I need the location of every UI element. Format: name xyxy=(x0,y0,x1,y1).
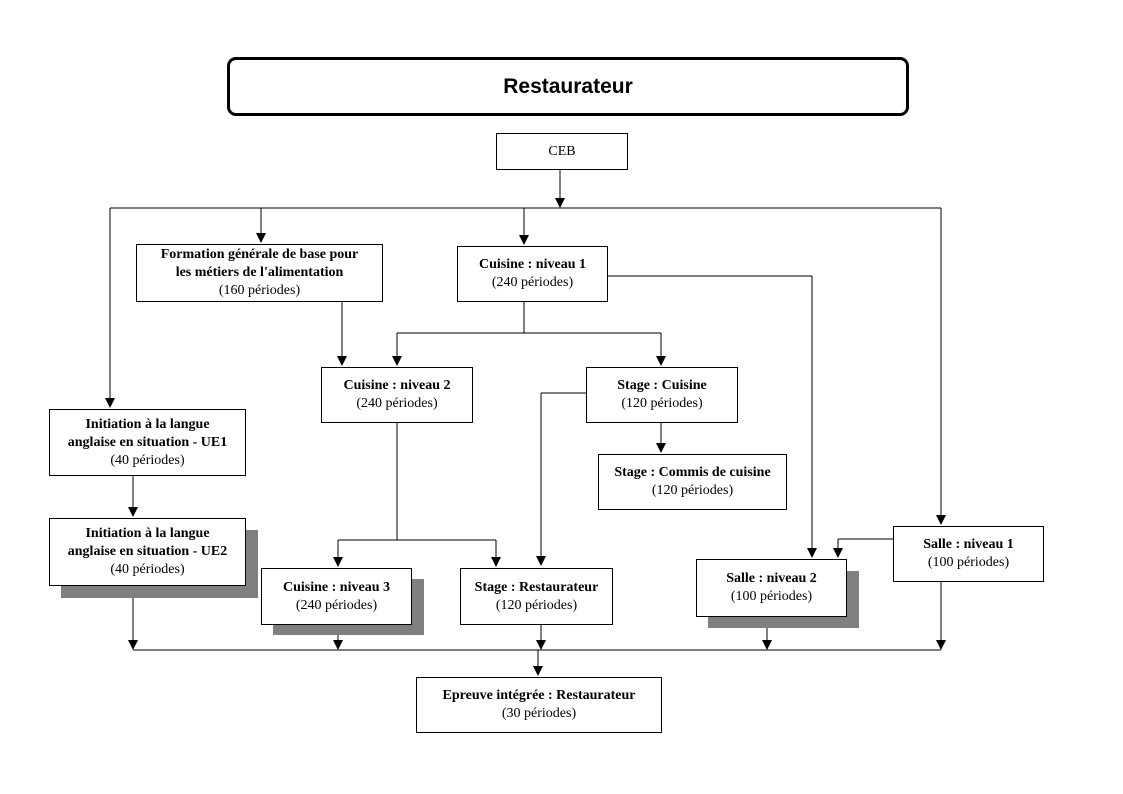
node-label: Stage : Cuisine xyxy=(617,378,707,393)
node-periods: (100 périodes) xyxy=(730,589,813,604)
node-cuisine-niveau-3: Cuisine : niveau 3 (240 périodes) xyxy=(261,568,412,625)
node-periods: (240 périodes) xyxy=(295,597,378,613)
node-stage-restaurateur: Stage : Restaurateur (120 périodes) xyxy=(460,568,613,625)
page-title: Restaurateur xyxy=(503,74,633,98)
node-anglais-ue2: Initiation à la langue anglaise en situa… xyxy=(49,518,246,586)
node-cuisine-niveau-2: Cuisine : niveau 2 (240 périodes) xyxy=(321,367,473,423)
node-periods: (120 périodes) xyxy=(651,483,734,498)
node-periods: (160 périodes) xyxy=(218,283,301,298)
node-label: Epreuve intégrée : Restaurateur xyxy=(442,688,636,703)
node-periods: (120 périodes) xyxy=(495,597,578,613)
node-stage-commis-de-cuisine: Stage : Commis de cuisine (120 périodes) xyxy=(598,454,787,510)
node-label: Cuisine : niveau 3 xyxy=(283,579,390,595)
node-stage-cuisine: Stage : Cuisine (120 périodes) xyxy=(586,367,738,423)
node-label: CEB xyxy=(548,143,576,159)
node-periods: (40 périodes) xyxy=(110,562,185,577)
node-label-line2: anglaise en situation - UE1 xyxy=(67,434,228,450)
node-formation-generale: Formation générale de base pour les méti… xyxy=(136,244,383,302)
node-label-line1: Initiation à la langue xyxy=(85,416,210,432)
node-periods: (240 périodes) xyxy=(491,275,574,290)
node-label-line1: Initiation à la langue xyxy=(85,526,210,541)
node-epreuve-integree: Epreuve intégrée : Restaurateur (30 péri… xyxy=(416,677,662,733)
node-periods: (30 périodes) xyxy=(501,706,577,721)
node-cuisine-niveau-1: Cuisine : niveau 1 (240 périodes) xyxy=(457,246,608,302)
node-label-line2: les métiers de l'alimentation xyxy=(175,265,344,280)
node-periods: (100 périodes) xyxy=(927,555,1010,570)
node-label: Salle : niveau 2 xyxy=(726,571,817,586)
node-salle-niveau-2: Salle : niveau 2 (100 périodes) xyxy=(696,559,847,617)
node-label: Salle : niveau 1 xyxy=(923,537,1014,552)
node-label: Stage : Commis de cuisine xyxy=(614,465,771,480)
node-label: Cuisine : niveau 1 xyxy=(479,257,586,272)
node-periods: (40 périodes) xyxy=(110,452,185,468)
node-label: Stage : Restaurateur xyxy=(474,579,599,595)
node-label-line1: Formation générale de base pour xyxy=(160,247,359,262)
title-banner: Restaurateur xyxy=(227,57,909,116)
node-label: Cuisine : niveau 2 xyxy=(343,378,451,393)
node-anglais-ue1: Initiation à la langue anglaise en situa… xyxy=(49,409,246,476)
node-salle-niveau-1: Salle : niveau 1 (100 périodes) xyxy=(893,526,1044,582)
node-periods: (120 périodes) xyxy=(621,396,703,411)
node-periods: (240 périodes) xyxy=(356,396,438,411)
node-ceb: CEB xyxy=(496,133,628,170)
node-label-line2: anglaise en situation - UE2 xyxy=(67,544,228,559)
